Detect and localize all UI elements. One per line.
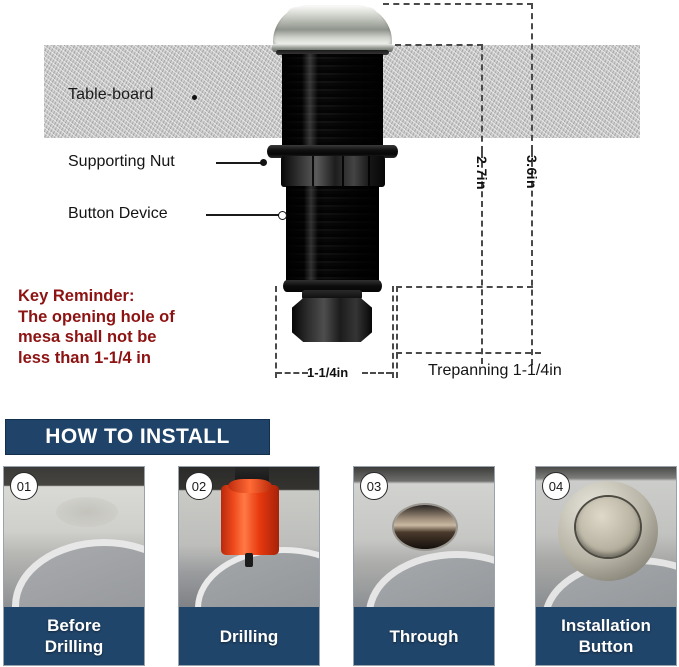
barrel-flange (267, 145, 398, 158)
hole-width-arrow-right (362, 372, 392, 374)
step-number-badge-02: 02 (185, 472, 213, 500)
step-number-badge-04: 04 (542, 472, 570, 500)
cap-highlight (286, 7, 378, 24)
step-caption-01: Before Drilling (44, 616, 104, 656)
step-caption-container-03: Through (354, 607, 494, 665)
table-board-label: Table-board (68, 86, 154, 103)
key-reminder-text: Key Reminder: The opening hole of mesa s… (18, 287, 175, 367)
how-to-install-banner: HOW TO INSTALL (5, 419, 270, 455)
callout-leader-line-button-device (206, 214, 281, 216)
step-photo-drilling (179, 467, 319, 607)
installation-steps: 01 Before Drilling 02 Drilling 03 Throug… (0, 466, 679, 667)
dim-top-extension-3-6in (383, 3, 533, 5)
trepanning-note: Trepanning 1-1/4in (428, 362, 562, 379)
sink-scuff-mark (56, 497, 118, 527)
lower-threaded-barrel (286, 186, 379, 282)
dimension-label-height-to-nut: 2.7in (474, 156, 490, 190)
hole-saw-bit (221, 485, 279, 555)
step-caption-container-01: Before Drilling (4, 607, 144, 665)
cap-shadow (276, 50, 389, 55)
dim-line-2-7in-upper (481, 44, 483, 152)
dimension-label-total-height: 3.6in (524, 155, 540, 189)
step-card-02[interactable]: 02 Drilling (178, 466, 320, 666)
hole-width-arrow-left (276, 372, 308, 374)
nut-groove (312, 156, 314, 187)
dim-top-extension-2-7in (395, 44, 483, 46)
nut-groove (368, 156, 370, 187)
callout-leader-line-supporting-nut (216, 162, 263, 164)
sink-bowl-edge (12, 539, 144, 607)
drilled-hole (394, 505, 456, 549)
hole-saw-top (228, 479, 272, 493)
step-caption-04: Installation Button (561, 616, 651, 656)
dimension-label-hole-width: 1-1/4in (307, 365, 349, 380)
installation-diagram: Table-board Supporting Nut Button Device… (18, 0, 640, 380)
callout-anchor-dot-button-device (278, 211, 287, 220)
sink-bowl-edge (366, 551, 494, 607)
step-caption-container-04: Installation Button (536, 607, 676, 665)
lower-barrel-highlight (304, 186, 318, 282)
step-caption-container-02: Drilling (179, 607, 319, 665)
cap-rim (272, 44, 393, 52)
callout-label-button-device: Button Device (68, 205, 168, 222)
step-card-04[interactable]: 04 Installation Button (535, 466, 677, 666)
upper-barrel-highlight (302, 54, 318, 146)
table-board-pointer-dot (192, 95, 197, 100)
step-number-badge-03: 03 (360, 472, 388, 500)
supporting-nut-graphic (281, 156, 385, 187)
dim-line-2-7in-lower (481, 152, 483, 364)
push-button-assembly-graphic (250, 0, 420, 360)
bottom-hex-nut (292, 298, 372, 342)
callout-anchor-dot-supporting-nut (260, 159, 267, 166)
step-card-01[interactable]: 01 Before Drilling (3, 466, 145, 666)
installed-push-button (576, 497, 640, 557)
trepanning-box-top (396, 286, 533, 288)
sink-bowl-edge (195, 547, 319, 607)
barrel-shoulder (283, 280, 382, 292)
trepanning-box-left (396, 286, 398, 378)
pilot-drill-bit (245, 553, 253, 567)
hole-width-line-left (275, 286, 277, 378)
callout-label-supporting-nut: Supporting Nut (68, 153, 175, 170)
hole-width-line-right (392, 286, 394, 378)
how-to-install-title: HOW TO INSTALL (45, 425, 230, 448)
step-card-03[interactable]: 03 Through (353, 466, 495, 666)
hex-nut-collar (302, 290, 362, 300)
step-number-badge-01: 01 (10, 472, 38, 500)
nut-groove (342, 156, 344, 187)
upper-threaded-barrel (282, 54, 383, 146)
step-caption-03: Through (389, 626, 459, 646)
step-photo-through (354, 467, 494, 607)
dim-line-3-6in-lower (531, 151, 533, 365)
step-caption-02: Drilling (219, 626, 279, 646)
trepanning-box-bottom (396, 352, 541, 354)
dim-line-3-6in-upper (531, 3, 533, 151)
